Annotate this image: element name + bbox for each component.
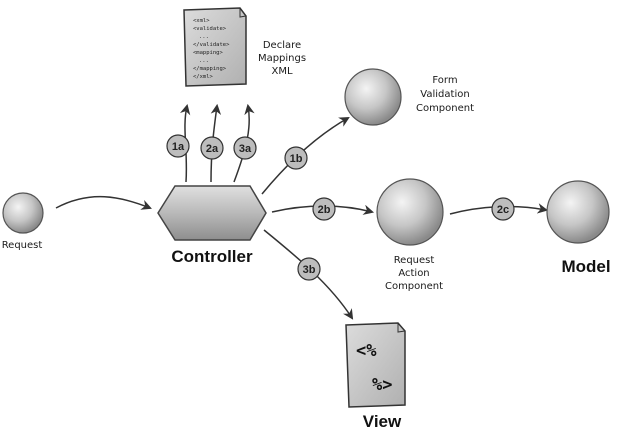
- controller-node: [157, 185, 267, 241]
- xml-line-6: ...: [199, 58, 209, 64]
- xml-label-line-1: Declare: [263, 40, 301, 51]
- view-jsp-close-tag: %>: [372, 375, 392, 395]
- request-action-node: [376, 178, 444, 246]
- model-label: Model: [561, 257, 610, 276]
- view-document: <% %>: [345, 322, 406, 408]
- svg-text:2c: 2c: [497, 204, 509, 216]
- form-validation-label-line-3: Component: [416, 103, 474, 114]
- model-node: [546, 180, 610, 244]
- step-badge-2a: 2a: [200, 136, 224, 160]
- controller-label: Controller: [171, 247, 253, 266]
- xml-line-8: </xml>: [193, 74, 214, 80]
- svg-text:1a: 1a: [172, 141, 185, 153]
- svg-text:1b: 1b: [290, 153, 303, 165]
- xml-line-1: <xml>: [193, 18, 210, 24]
- svg-text:2b: 2b: [318, 204, 331, 216]
- request-action-label-line-2: Action: [398, 268, 429, 279]
- step-badge-1a: 1a: [166, 134, 190, 158]
- svg-text:2a: 2a: [206, 143, 219, 155]
- arrow-request-to-controller: [55, 195, 152, 210]
- xml-line-7: </mapping>: [193, 66, 227, 72]
- arrow-controller-to-validation-1b: [261, 116, 350, 195]
- request-action-label-line-1: Request: [394, 255, 435, 266]
- request-node: [2, 192, 44, 234]
- svg-text:3b: 3b: [303, 264, 316, 276]
- xml-label-line-3: XML: [271, 66, 292, 77]
- step-badge-2c: 2c: [491, 197, 515, 221]
- form-validation-label-line-1: Form: [432, 75, 457, 86]
- view-label: View: [363, 412, 402, 429]
- step-badge-3a: 3a: [233, 136, 257, 160]
- step-badge-2b: 2b: [312, 197, 336, 221]
- xml-line-2: <validate>: [193, 26, 227, 32]
- form-validation-node: [344, 68, 402, 126]
- xml-label-line-2: Mappings: [258, 53, 306, 64]
- form-validation-label-line-2: Validation: [420, 89, 469, 100]
- step-badge-3b: 3b: [297, 257, 321, 281]
- svg-text:3a: 3a: [239, 143, 252, 155]
- request-label: Request: [2, 240, 43, 251]
- request-action-label-line-3: Component: [385, 281, 443, 292]
- xml-line-5: <mapping>: [193, 50, 223, 56]
- xml-document: <xml> <validate> ... </validate> <mappin…: [183, 7, 247, 87]
- step-badge-1b: 1b: [284, 146, 308, 170]
- xml-line-3: ...: [199, 34, 209, 40]
- xml-line-4: </validate>: [193, 42, 230, 48]
- view-jsp-open-tag: <%: [356, 341, 377, 361]
